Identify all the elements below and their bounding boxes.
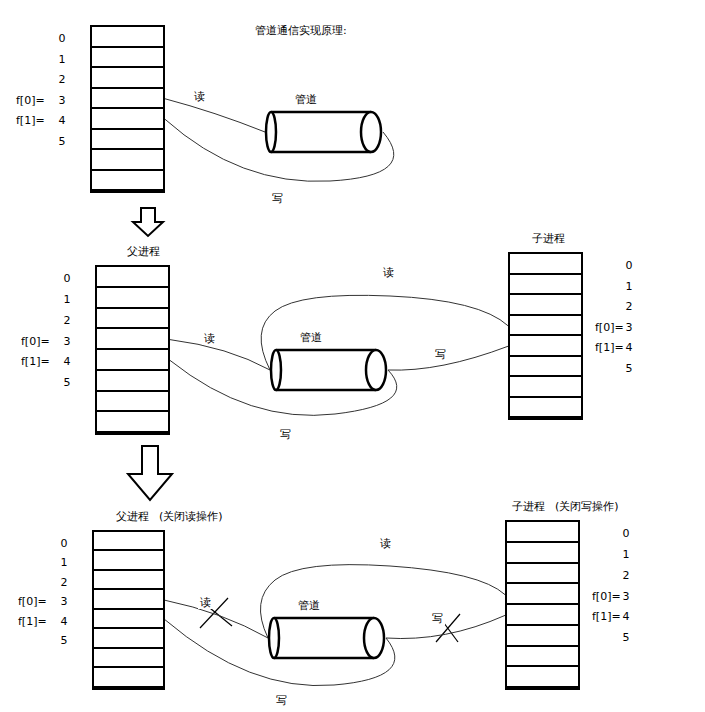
- fd-table: 012f[0]=3f[1]=45: [90, 25, 165, 193]
- fd-number: 1: [64, 293, 71, 306]
- edge-label: 写: [430, 612, 445, 625]
- fd-number: 5: [626, 362, 633, 375]
- fd-number: 3: [626, 321, 633, 334]
- fd-number: 0: [64, 272, 71, 285]
- fd-number: 3: [623, 590, 630, 603]
- fd-name: f[1]=: [592, 610, 621, 623]
- fd-name: f[0]=: [595, 321, 624, 334]
- pipe-connector: [388, 346, 508, 370]
- pipe-connector: [165, 600, 268, 638]
- edge-label: 读: [192, 90, 207, 103]
- fd-number: 5: [64, 376, 71, 389]
- fd-number: 5: [61, 634, 68, 647]
- pipe-cylinder: 管道: [268, 616, 386, 660]
- edge-label: 读: [381, 266, 396, 279]
- pipe-label: 管道: [298, 599, 320, 612]
- pipe-connector: [165, 99, 265, 132]
- fd-number: 3: [59, 94, 66, 107]
- fd-number: 3: [61, 595, 68, 608]
- fd-number: 0: [59, 32, 66, 45]
- edge-label: 写: [270, 192, 285, 205]
- process-name: 父进程: [127, 245, 160, 258]
- fd-number: 2: [61, 576, 68, 589]
- process-name: 父进程: [116, 510, 149, 523]
- pipe-outline: [270, 348, 388, 392]
- fd-number: 1: [61, 556, 68, 569]
- fd-number: 0: [61, 537, 68, 550]
- fd-table: 子进程(关闭写操作)012f[0]=3f[1]=45: [505, 520, 580, 690]
- process-name: (关闭读操作): [159, 510, 223, 523]
- pipe-label: 管道: [295, 93, 317, 106]
- fd-table: 父进程(关闭读操作)012f[0]=3f[1]=45: [92, 530, 165, 690]
- process-name: (关闭写操作): [555, 500, 619, 513]
- edge-label: 读: [198, 596, 213, 609]
- edge-label: 写: [274, 694, 289, 707]
- fd-number: 3: [64, 335, 71, 348]
- pipe-connector: [386, 615, 505, 638]
- edge-label: 读: [378, 537, 393, 550]
- pipe-outline: [268, 616, 386, 660]
- fd-name: f[1]=: [18, 615, 47, 628]
- process-name: 子进程: [512, 500, 545, 513]
- fd-table: 子进程012f[0]=3f[1]=45: [508, 252, 583, 420]
- pipe-connector: [165, 620, 395, 686]
- fd-table: 父进程012f[0]=3f[1]=45: [95, 265, 170, 435]
- fd-number: 4: [626, 341, 633, 354]
- pipe-connector: [170, 360, 397, 415]
- pipe-label: 管道: [300, 331, 322, 344]
- down-arrow: [133, 208, 163, 236]
- process-name: 子进程: [532, 232, 565, 245]
- pipe-cylinder: 管道: [265, 110, 383, 154]
- fd-number: 4: [59, 114, 66, 127]
- edge-label: 读: [202, 332, 217, 345]
- fd-name: f[1]=: [16, 114, 45, 127]
- fd-number: 0: [623, 527, 630, 540]
- fd-number: 4: [64, 355, 71, 368]
- edge-label: 写: [278, 428, 293, 441]
- fd-number: 4: [623, 610, 630, 623]
- fd-number: 0: [626, 259, 633, 272]
- fd-number: 5: [623, 631, 630, 644]
- pipe-cylinder: 管道: [270, 348, 388, 392]
- fd-name: f[0]=: [16, 94, 45, 107]
- fd-number: 2: [623, 569, 630, 582]
- fd-number: 1: [623, 548, 630, 561]
- fd-name: f[1]=: [21, 355, 50, 368]
- fd-number: 4: [61, 615, 68, 628]
- fd-number: 2: [64, 314, 71, 327]
- fd-number: 2: [59, 73, 66, 86]
- close-cross: [200, 598, 460, 642]
- fd-name: f[0]=: [18, 595, 47, 608]
- pipe-connector: [165, 119, 394, 181]
- fd-number: 2: [626, 300, 633, 313]
- fd-name: f[1]=: [595, 341, 624, 354]
- edge-label: 写: [433, 348, 448, 361]
- fd-name: f[0]=: [21, 335, 50, 348]
- pipe-connector: [170, 340, 270, 370]
- fd-name: f[0]=: [592, 590, 621, 603]
- pipe-outline: [265, 110, 383, 154]
- fd-number: 1: [59, 53, 66, 66]
- fd-number: 1: [626, 280, 633, 293]
- down-arrow: [128, 446, 172, 500]
- fd-number: 5: [59, 135, 66, 148]
- diagram-title: 管道通信实现原理:: [255, 24, 347, 37]
